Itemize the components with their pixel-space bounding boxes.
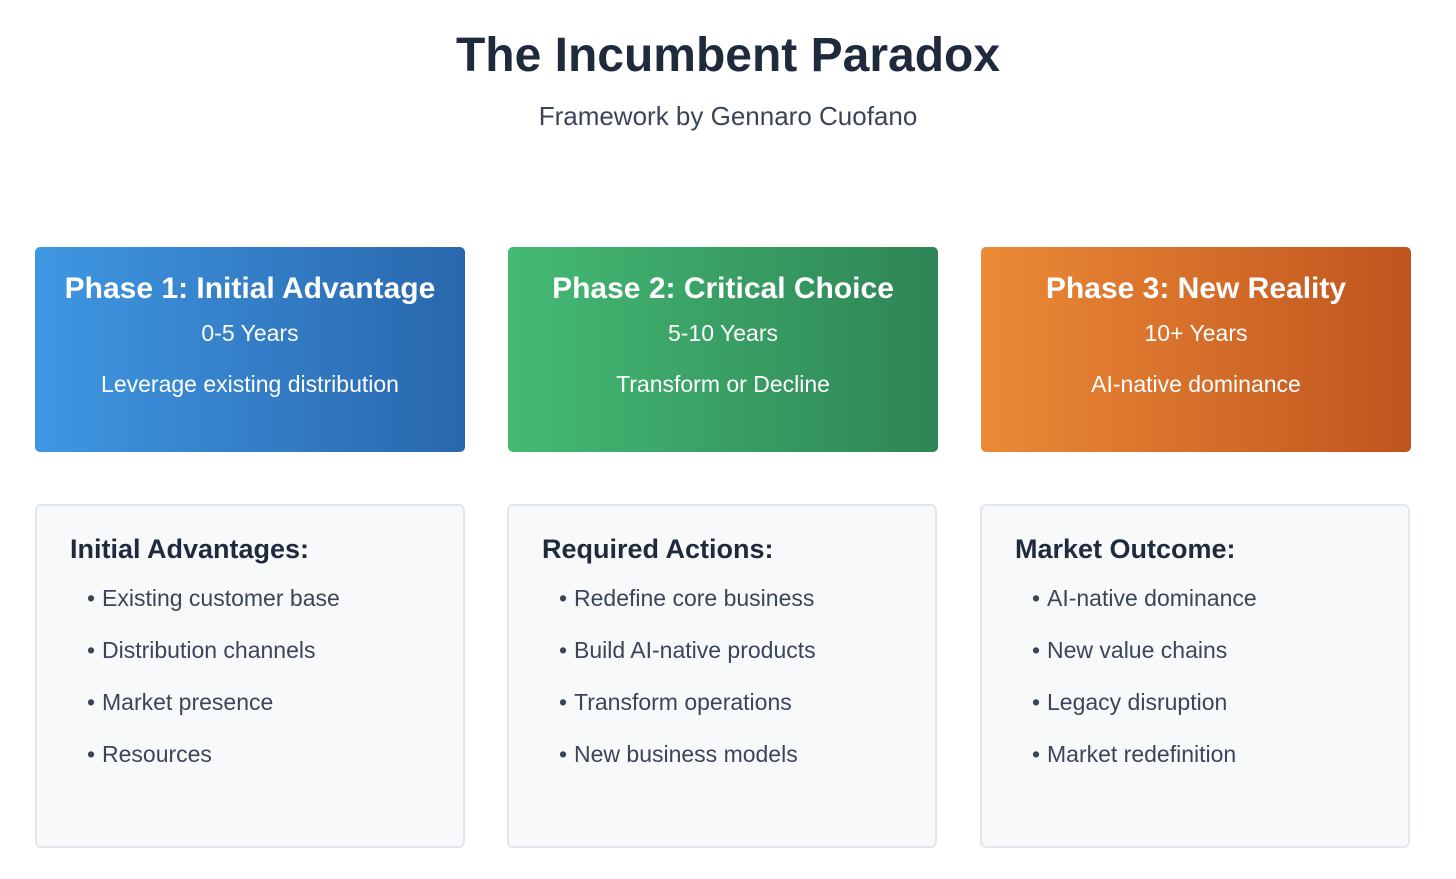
bullet-icon: • bbox=[1032, 689, 1041, 715]
detail-card-2: Required Actions: •Redefine core busines… bbox=[507, 504, 937, 848]
detail-card-3: Market Outcome: •AI-native dominance •Ne… bbox=[980, 504, 1410, 848]
list-item: •AI-native dominance bbox=[1032, 584, 1257, 636]
list-item-text: New value chains bbox=[1047, 637, 1228, 663]
bullet-icon: • bbox=[87, 585, 96, 611]
list-item: •Build AI-native products bbox=[559, 636, 816, 688]
phase-title: Phase 3: New Reality bbox=[1045, 272, 1347, 305]
list-item: •Transform operations bbox=[559, 688, 816, 740]
detail-card-1: Initial Advantages: •Existing customer b… bbox=[35, 504, 465, 848]
bullet-icon: • bbox=[87, 637, 96, 663]
bullet-icon: • bbox=[559, 689, 568, 715]
phase-card-3: Phase 3: New Reality 10+ Years AI-native… bbox=[981, 247, 1411, 452]
bullet-icon: • bbox=[559, 741, 568, 767]
list-item: •New business models bbox=[559, 740, 816, 792]
list-item-text: Market redefinition bbox=[1047, 741, 1237, 767]
phase-title: Phase 1: Initial Advantage bbox=[64, 272, 436, 305]
list-item-text: AI-native dominance bbox=[1047, 585, 1257, 611]
list-item: •Existing customer base bbox=[87, 584, 340, 636]
list-item-text: Transform operations bbox=[574, 689, 792, 715]
list-item-text: New business models bbox=[574, 741, 798, 767]
list-item: •Market presence bbox=[87, 688, 340, 740]
bullet-icon: • bbox=[1032, 585, 1041, 611]
phase-years: 5-10 Years bbox=[668, 320, 778, 346]
bullet-icon: • bbox=[559, 637, 568, 663]
list-item: •Distribution channels bbox=[87, 636, 340, 688]
list-item: •Redefine core business bbox=[559, 584, 816, 636]
phase-card-1: Phase 1: Initial Advantage 0-5 Years Lev… bbox=[35, 247, 465, 452]
detail-list: •Redefine core business •Build AI-native… bbox=[559, 584, 816, 792]
list-item-text: Legacy disruption bbox=[1047, 689, 1228, 715]
list-item-text: Redefine core business bbox=[574, 585, 815, 611]
detail-heading: Market Outcome: bbox=[1015, 534, 1236, 564]
phase-years: 10+ Years bbox=[1144, 320, 1248, 346]
detail-list: •AI-native dominance •New value chains •… bbox=[1032, 584, 1257, 792]
bullet-icon: • bbox=[87, 741, 96, 767]
phase-title: Phase 2: Critical Choice bbox=[552, 272, 894, 305]
detail-list: •Existing customer base •Distribution ch… bbox=[87, 584, 340, 792]
page-title: The Incumbent Paradox bbox=[455, 29, 1001, 82]
list-item-text: Existing customer base bbox=[102, 585, 340, 611]
list-item: •Resources bbox=[87, 740, 340, 792]
phase-tagline: Leverage existing distribution bbox=[101, 371, 399, 397]
list-item: •Market redefinition bbox=[1032, 740, 1257, 792]
list-item: •Legacy disruption bbox=[1032, 688, 1257, 740]
detail-heading: Initial Advantages: bbox=[70, 534, 310, 564]
phase-tagline: AI-native dominance bbox=[1091, 371, 1301, 397]
list-item-text: Market presence bbox=[102, 689, 274, 715]
bullet-icon: • bbox=[1032, 741, 1041, 767]
phase-tagline: Transform or Decline bbox=[616, 371, 830, 397]
bullet-icon: • bbox=[559, 585, 568, 611]
list-item-text: Resources bbox=[102, 741, 212, 767]
phase-years: 0-5 Years bbox=[201, 320, 299, 346]
list-item-text: Distribution channels bbox=[102, 637, 316, 663]
list-item-text: Build AI-native products bbox=[574, 637, 816, 663]
page-subtitle: Framework by Gennaro Cuofano bbox=[538, 101, 918, 131]
list-item: •New value chains bbox=[1032, 636, 1257, 688]
bullet-icon: • bbox=[87, 689, 96, 715]
detail-heading: Required Actions: bbox=[542, 534, 774, 564]
bullet-icon: • bbox=[1032, 637, 1041, 663]
phase-card-2: Phase 2: Critical Choice 5-10 Years Tran… bbox=[508, 247, 938, 452]
